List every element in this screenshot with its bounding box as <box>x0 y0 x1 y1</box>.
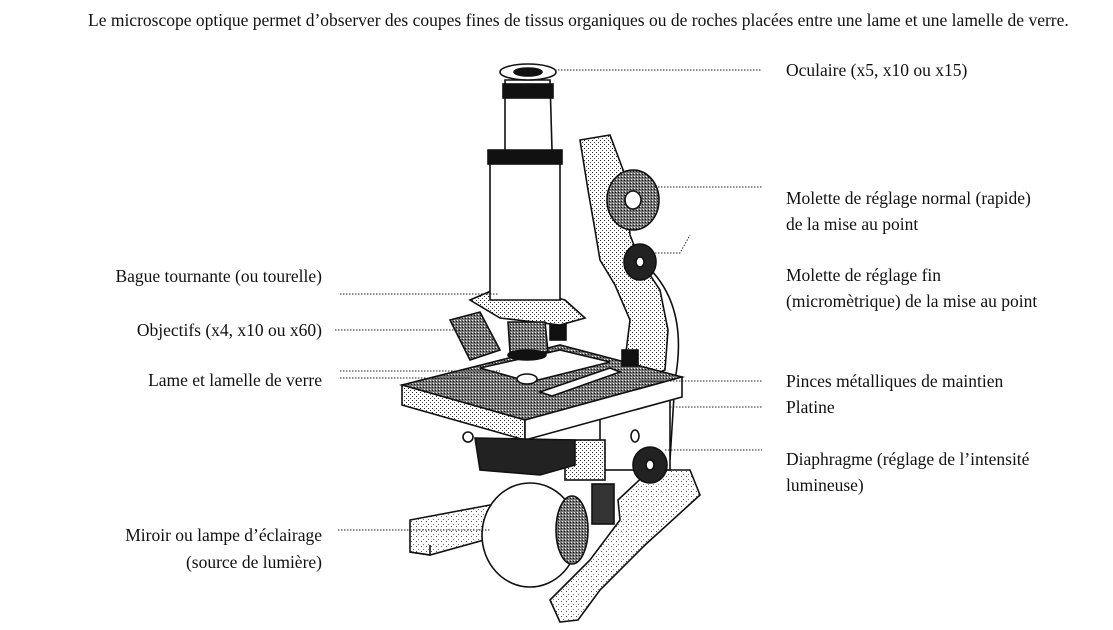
label-molette-fin-line2: (micromètrique) de la mise au point <box>786 291 1038 311</box>
intro-paragraph: Le microscope optique permet d’observer … <box>88 10 1069 30</box>
label-molette-fin-line1: Molette de réglage fin <box>786 265 942 285</box>
microscope-base <box>549 469 701 623</box>
microscope-tube <box>489 154 561 301</box>
label-miroir-line2: (source de lumière) <box>185 552 322 572</box>
label-molette-rapide-line2: de la mise au point <box>786 214 919 234</box>
label-molette-rapide-line1: Molette de réglage normal (rapide) <box>786 188 1031 208</box>
microscope-drawing <box>398 63 701 623</box>
label-pinces: Pinces métalliques de maintien <box>786 371 1004 391</box>
label-miroir-line1: Miroir ou lampe d’éclairage <box>125 525 322 545</box>
label-diaphragme-line2: lumineuse) <box>786 475 864 495</box>
label-lame: Lame et lamelle de verre <box>148 370 322 390</box>
label-diaphragme-line1: Diaphragme (réglage de l’intensité <box>786 449 1030 469</box>
leader-lines <box>335 69 762 531</box>
label-objectifs: Objectifs (x4, x10 ou x60) <box>136 320 322 340</box>
label-platine: Platine <box>786 397 835 417</box>
label-bague: Bague tournante (ou tourelle) <box>115 266 322 286</box>
label-oculaire: Oculaire (x5, x10 ou x15) <box>786 60 968 80</box>
